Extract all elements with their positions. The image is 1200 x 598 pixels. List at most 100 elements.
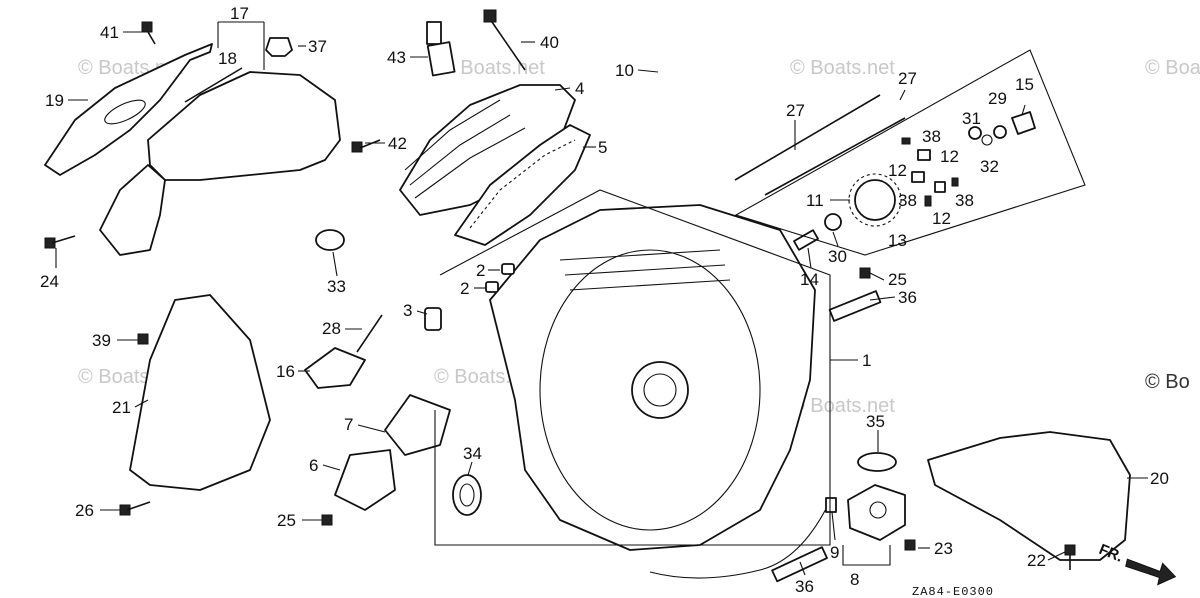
gear-13: [854, 179, 896, 221]
callout-28: 28: [322, 319, 341, 338]
nut-37: [265, 37, 293, 57]
spark-plug-43-body: [426, 41, 456, 77]
callout-32: 32: [980, 157, 999, 176]
dowel-2a: [501, 263, 515, 275]
oil-seal-34: [452, 474, 482, 516]
hose-10-outline: [667, 57, 752, 170]
spark-plug-43-top: [426, 21, 442, 45]
plate-36b: [771, 546, 828, 583]
group-outlines: [217, 21, 1086, 566]
front-arrow-icon: [1125, 558, 1177, 586]
gasket-7: [384, 394, 451, 456]
gear-13-teeth: [848, 173, 902, 227]
bolt-41-shank: [147, 31, 156, 45]
bolt-25b: [321, 514, 333, 526]
callout-29: 29: [988, 89, 1007, 108]
o-ring-35: [857, 452, 897, 472]
callout-labels: 41 17 37 18 19 43 40 10 4 27 27 15 29 31…: [40, 4, 1169, 596]
cover-17-flap: [99, 164, 166, 256]
diagram-code: ZA84-E0300: [912, 585, 994, 598]
sensor-8-port: [869, 501, 887, 519]
callout-35: 35: [866, 412, 885, 431]
sensor-wire: [649, 504, 829, 579]
stud-28: [356, 314, 383, 353]
watermark: © Boats.net: [1145, 57, 1200, 79]
callout-2a: 2: [476, 261, 485, 280]
clip-32: [981, 134, 993, 146]
callout-1: 1: [862, 351, 871, 370]
bolt-40-shank: [491, 21, 526, 71]
callout-19: 19: [45, 91, 64, 110]
callout-25a: 25: [888, 270, 907, 289]
callout-8: 8: [850, 570, 859, 589]
callout-38c: 38: [955, 191, 974, 210]
callout-12a: 12: [940, 147, 959, 166]
cylinder-head-4: [399, 84, 576, 216]
oil-pan-20: [927, 431, 1131, 561]
callout-26: 26: [75, 501, 94, 520]
part-shapes: [44, 9, 1131, 583]
bolt-26-shank: [126, 501, 151, 511]
part-38b: [924, 195, 932, 207]
cap-15: [1011, 111, 1036, 135]
callout-24: 24: [40, 272, 59, 291]
bolt-22-head: [1064, 544, 1076, 556]
crankcase-fins: [559, 249, 731, 291]
callout-33: 33: [327, 277, 346, 296]
callout-14: 14: [800, 270, 819, 289]
spring-3: [424, 307, 442, 331]
callout-22: 22: [1027, 551, 1046, 570]
rod-18: [184, 67, 243, 103]
callout-40: 40: [540, 33, 559, 52]
callout-12c: 12: [932, 209, 951, 228]
leader-lines: [55, 31, 1148, 576]
rod-27a: [734, 94, 881, 181]
front-direction-indicator: FR.: [1097, 541, 1177, 586]
callout-43: 43: [387, 48, 406, 67]
gasket-5-holes: [469, 139, 576, 229]
crankcase-bearing-inner: [643, 373, 677, 407]
bolt-42-shank: [359, 139, 381, 149]
callout-42: 42: [388, 134, 407, 153]
cover-19-hole: [104, 99, 146, 125]
clip-9: [825, 497, 837, 513]
callout-30: 30: [828, 247, 847, 266]
callout-27a: 27: [786, 101, 805, 120]
bolt-24-shank: [51, 235, 76, 244]
bracket-17: [217, 21, 265, 70]
callout-34: 34: [463, 444, 482, 463]
callout-12b: 12: [888, 161, 907, 180]
hose-10-fill: [664, 54, 752, 170]
crankcase-bearing: [631, 361, 689, 419]
bolt-24-head: [44, 237, 56, 249]
dowel-2b: [485, 281, 499, 293]
watermark: © Boats.net: [790, 395, 895, 417]
cover-19: [44, 43, 213, 176]
callout-5: 5: [598, 138, 607, 157]
front-label: FR.: [1097, 541, 1126, 566]
head-fin: [409, 114, 511, 186]
gasket-5: [454, 124, 591, 246]
callout-21: 21: [112, 398, 131, 417]
bolt-25a: [859, 267, 871, 279]
part-12a: [917, 149, 931, 161]
sensor-8: [847, 484, 906, 541]
bolt-41-head: [141, 21, 153, 33]
callout-10: 10: [615, 61, 634, 80]
gasket-16: [304, 347, 366, 389]
callout-27b: 27: [898, 69, 917, 88]
part-12c: [934, 181, 946, 193]
part-12b: [911, 171, 925, 183]
rod-27b: [764, 117, 906, 196]
callout-7: 7: [344, 415, 353, 434]
edge-watermark: © Bo: [1145, 371, 1190, 393]
crankcase-bore: [539, 249, 761, 531]
grommet-33: [315, 229, 345, 251]
plate-36a: [828, 290, 882, 322]
oil-seal-34-inner: [459, 483, 475, 507]
bolt-23: [904, 539, 916, 551]
callout-9: 9: [830, 543, 839, 562]
callout-36a: 36: [898, 288, 917, 307]
gasket-6: [334, 449, 396, 511]
